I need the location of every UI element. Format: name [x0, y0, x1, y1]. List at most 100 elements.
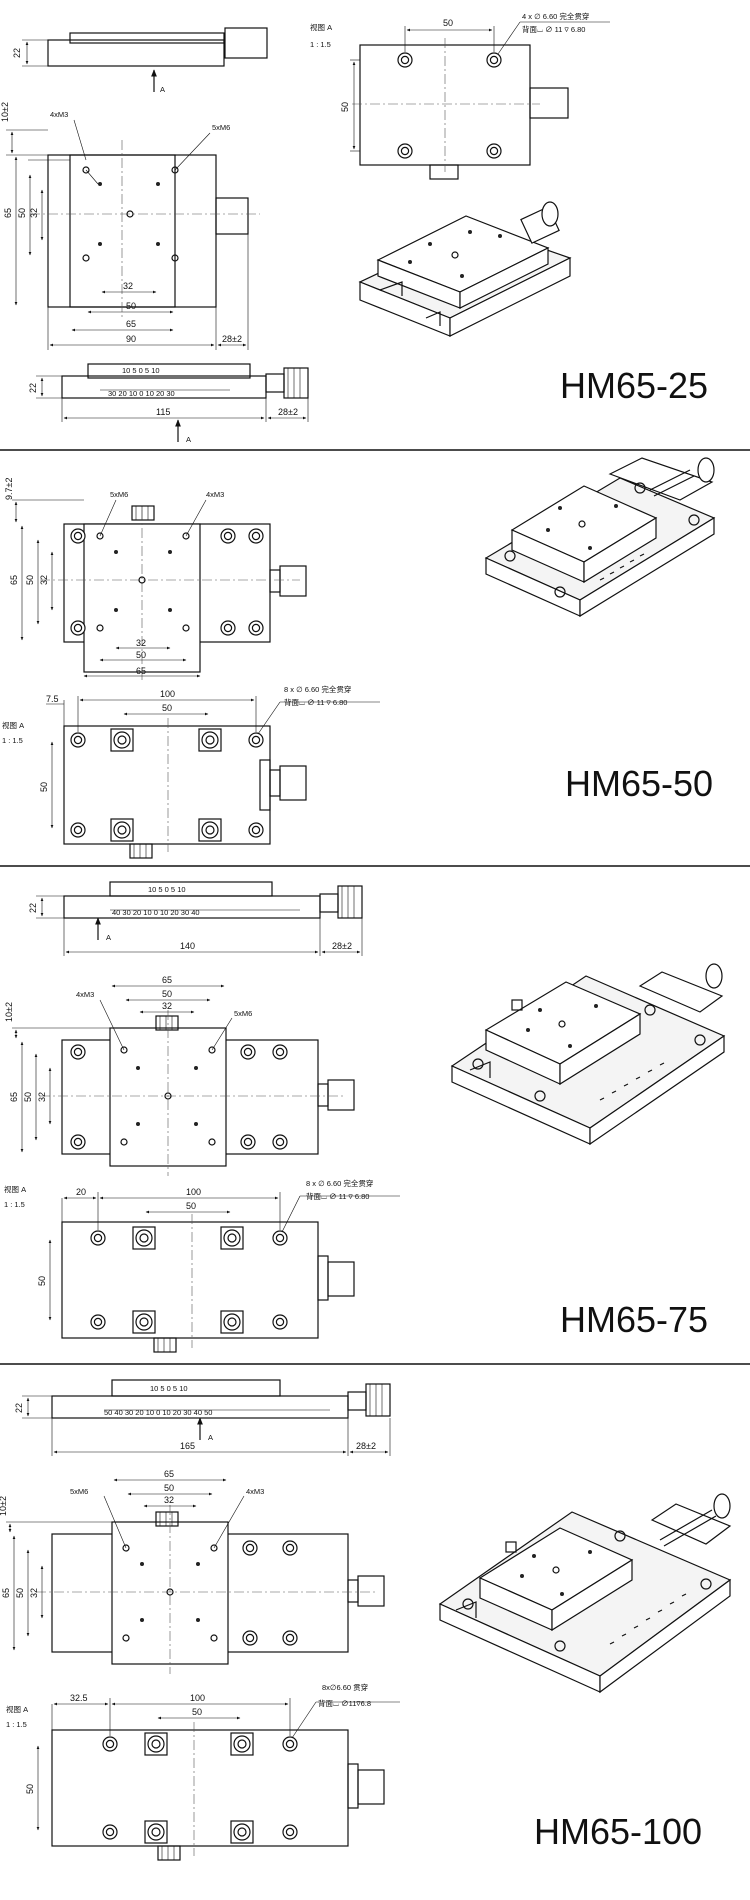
- thread-m6-label: 5xM6: [234, 1009, 252, 1018]
- dim-vertical-50: 50: [25, 1784, 35, 1794]
- view-arrow-label: A: [106, 933, 111, 942]
- hole-note-1: 4 x ∅ 6.60 完全贯穿: [522, 11, 589, 21]
- plan-view: 4xM3 5xM6 10±2 65 50 32 32 50 65 90 28±2: [0, 102, 260, 350]
- dim-height-22b: 22: [28, 383, 38, 393]
- dim-bottom-50: 50: [136, 650, 146, 660]
- model-title: HM65-75: [560, 1299, 708, 1340]
- section-hm65-75: 10 5 0 5 10 40 30 20 10 0 10 20 30 40 22…: [4, 881, 726, 1353]
- dim-bottom-90: 90: [126, 334, 136, 344]
- thread-m3-label: 4xM3: [206, 490, 224, 499]
- plan-view: 5xM6 4xM3 9.7±2 65 50 32 32 50 65: [4, 478, 307, 680]
- dim-left-65: 65: [9, 1092, 19, 1102]
- dim-left-65: 65: [9, 575, 19, 585]
- dim-20: 20: [76, 1187, 86, 1197]
- dim-left-50: 50: [17, 208, 27, 218]
- vernier-scale-labels: 10 5 0 5 10: [122, 366, 160, 375]
- dim-10pm2: 10±2: [0, 102, 10, 122]
- main-scale-labels: 50 40 30 20 10 0 10 20 30 40 50: [104, 1408, 212, 1417]
- view-a-bottom: 视图 A 1 : 1.5 7.5 100 50 50 8 x ∅ 6.60 完全…: [2, 684, 380, 859]
- plan-view: 5xM6 4xM3 65 50 32 10±2 65 50 32: [0, 1469, 385, 1674]
- dim-height-22: 22: [12, 48, 22, 58]
- view-label: 视图 A: [6, 1704, 28, 1714]
- hole-note-1: 8 x ∅ 6.60 完全贯穿: [284, 684, 351, 694]
- side-view-top: 22 A: [12, 27, 268, 94]
- thread-m3-label: 4xM3: [246, 1487, 264, 1496]
- thread-m3-label: 4xM3: [50, 110, 68, 119]
- dim-right-28: 28±2: [222, 334, 242, 344]
- dim-9-7: 9.7±2: [4, 478, 14, 500]
- main-scale-labels: 30 20 10 0 10 20 30: [108, 389, 175, 398]
- thread-m6-label: 5xM6: [212, 123, 230, 132]
- dim-top-32: 32: [162, 1001, 172, 1011]
- section-hm65-25: 22 A 视图 A 1 : 1.5 50 50 4 x ∅ 6.60 完全贯穿 …: [0, 11, 708, 444]
- dim-width-140: 140: [180, 941, 195, 951]
- dim-100: 100: [160, 689, 175, 699]
- dim-bottom-32: 32: [136, 638, 146, 648]
- dim-100: 100: [186, 1187, 201, 1197]
- plan-view: 4xM3 5xM6 65 50 32 10±2 65 50 32: [4, 975, 355, 1176]
- dim-top-50: 50: [164, 1483, 174, 1493]
- dim-bottom-65: 65: [136, 666, 146, 676]
- dim-vertical-50: 50: [39, 782, 49, 792]
- dim-left-32: 32: [37, 1092, 47, 1102]
- dim-bottom-65: 65: [126, 319, 136, 329]
- side-view-scale: 10 5 0 5 10 30 20 10 0 10 20 30 22 115 2…: [28, 363, 309, 444]
- dim-left-50: 50: [15, 1588, 25, 1598]
- dim-bottom-50: 50: [126, 301, 136, 311]
- dim-right-28: 28±2: [332, 941, 352, 951]
- dim-10pm2: 10±2: [0, 1496, 8, 1516]
- view-scale: 1 : 1.5: [6, 1720, 27, 1729]
- dim-left-65: 65: [3, 208, 13, 218]
- hole-note-1: 8 x ∅ 6.60 完全贯穿: [306, 1178, 373, 1188]
- dim-10pm2: 10±2: [4, 1002, 14, 1022]
- dim-vertical-50: 50: [340, 102, 350, 112]
- dim-left-32: 32: [29, 1588, 39, 1598]
- isometric-view: [484, 457, 716, 618]
- view-a-bottom: 视图 A 1 : 1.5 32.5 100 50 50 8x∅6.60 贯穿 背…: [6, 1682, 400, 1861]
- dim-top-50: 50: [443, 18, 453, 28]
- view-label: 视图 A: [4, 1184, 26, 1194]
- dim-right-28: 28±2: [356, 1441, 376, 1451]
- dim-vertical-50: 50: [37, 1276, 47, 1286]
- thread-m6-label: 5xM6: [70, 1487, 88, 1496]
- view-arrow-label: A: [160, 85, 165, 94]
- dim-100: 100: [190, 1693, 205, 1703]
- isometric-view: [358, 201, 572, 337]
- model-title: HM65-50: [565, 763, 713, 804]
- dim-bottom-32: 32: [123, 281, 133, 291]
- dim-top-50: 50: [162, 989, 172, 999]
- dim-width-165: 165: [180, 1441, 195, 1451]
- view-scale: 1 : 1.5: [2, 736, 23, 745]
- view-a-bottom: 视图 A 1 : 1.5 50 50 4 x ∅ 6.60 完全贯穿 背面⌴ ∅…: [310, 11, 610, 180]
- side-view-scale: 10 5 0 5 10 50 40 30 20 10 0 10 20 30 40…: [14, 1379, 391, 1456]
- dim-left-65: 65: [1, 1588, 11, 1598]
- side-view-scale: 10 5 0 5 10 40 30 20 10 0 10 20 30 40 22…: [28, 881, 363, 956]
- hole-note-2: 背面⌴ ∅11⊽6.8: [318, 1698, 371, 1708]
- hole-note-2: 背面⌴ ∅ 11 ⊽ 6.80: [306, 1191, 369, 1201]
- vernier-scale-labels: 10 5 0 5 10: [148, 885, 186, 894]
- vernier-scale-labels: 10 5 0 5 10: [150, 1384, 188, 1393]
- thread-m6-label: 5xM6: [110, 490, 128, 499]
- dim-right-28b: 28±2: [278, 407, 298, 417]
- isometric-view: [450, 963, 726, 1146]
- dim-top-65: 65: [164, 1469, 174, 1479]
- model-title: HM65-100: [534, 1811, 702, 1852]
- dim-50: 50: [162, 703, 172, 713]
- dim-left-50: 50: [23, 1092, 33, 1102]
- hole-note-2: 背面⌴ ∅ 11 ⊽ 6.80: [522, 24, 585, 34]
- dim-top-65: 65: [162, 975, 172, 985]
- model-title: HM65-25: [560, 365, 708, 406]
- dim-32-5: 32.5: [70, 1693, 88, 1703]
- dim-50: 50: [192, 1707, 202, 1717]
- dim-top-32: 32: [164, 1495, 174, 1505]
- isometric-view: [438, 1493, 732, 1694]
- view-scale: 1 : 1.5: [4, 1200, 25, 1209]
- dim-left-32: 32: [39, 575, 49, 585]
- thread-m3-label: 4xM3: [76, 990, 94, 999]
- view-arrow-label: A: [208, 1433, 213, 1442]
- dim-height-22: 22: [28, 903, 38, 913]
- section-hm65-100: 10 5 0 5 10 50 40 30 20 10 0 10 20 30 40…: [0, 1379, 732, 1861]
- main-scale-labels: 40 30 20 10 0 10 20 30 40: [112, 908, 200, 917]
- hole-note-1: 8x∅6.60 贯穿: [322, 1682, 368, 1692]
